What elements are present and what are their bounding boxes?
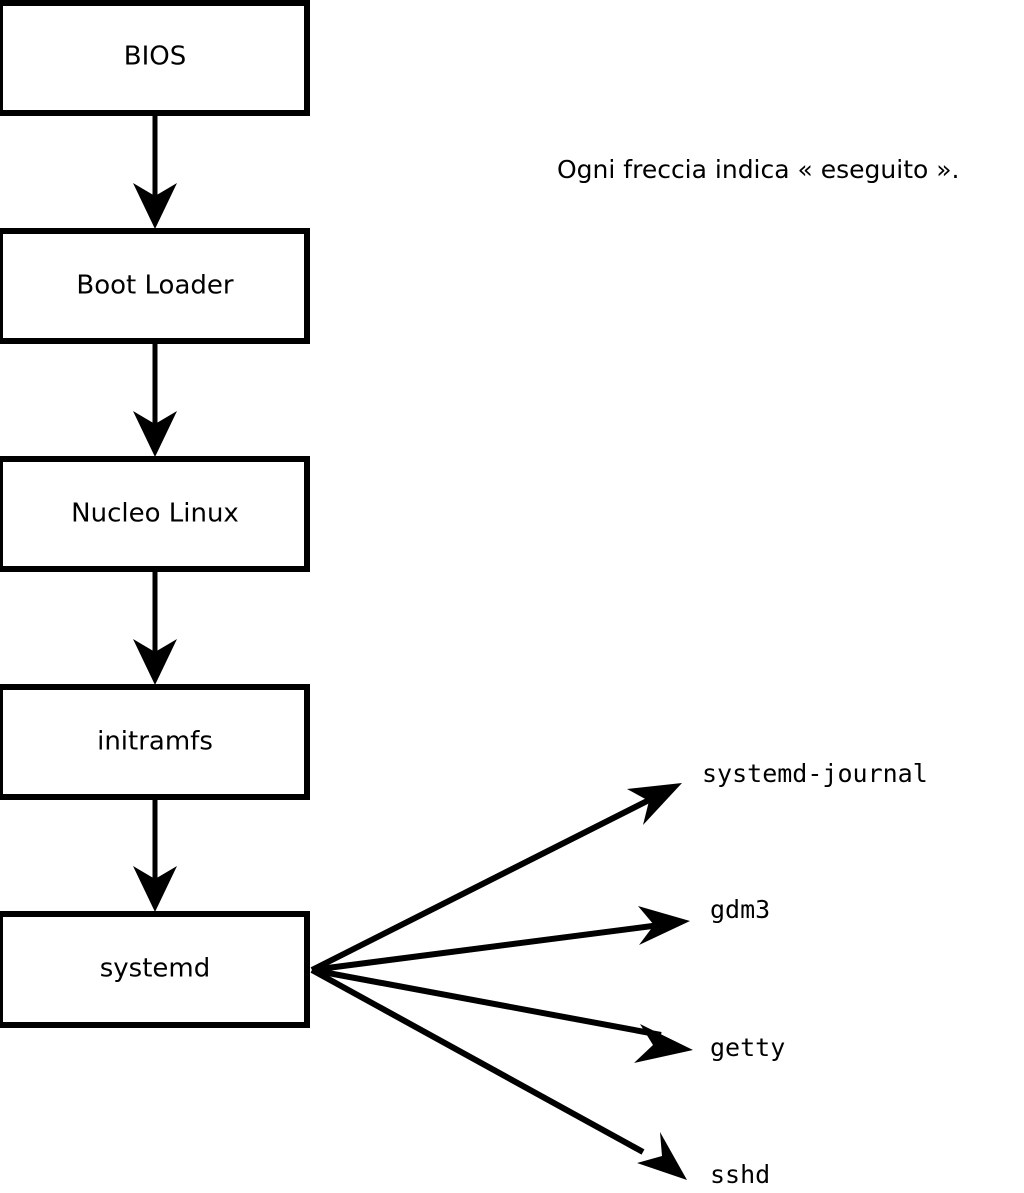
arrow-systemd-to-sshd [310, 967, 687, 1180]
arrow-nucleo-to-initramfs [133, 569, 177, 685]
node-systemd-rect [0, 911, 310, 1028]
node-initramfs[interactable]: initramfs [0, 684, 310, 800]
service-label-systemd-journal: systemd-journal [702, 759, 928, 788]
node-boot-loader[interactable]: Boot Loader [0, 228, 310, 344]
arrow-bios-to-boot-loader [133, 113, 177, 229]
node-nucleo-linux[interactable]: Nucleo Linux [0, 456, 310, 572]
node-systemd-label: systemd [100, 954, 211, 984]
service-label-gdm3: gdm3 [710, 895, 770, 924]
node-initramfs-rect [0, 684, 310, 800]
node-boot-loader-label: Boot Loader [76, 271, 233, 301]
legend-note: Ogni freccia indica « eseguito ». [557, 155, 960, 184]
node-bios[interactable]: BIOS [0, 0, 310, 116]
service-label-getty: getty [710, 1033, 785, 1062]
node-bios-rect [0, 0, 310, 116]
node-nucleo-linux-rect [0, 456, 310, 572]
service-label-sshd: sshd [710, 1160, 770, 1189]
node-systemd[interactable]: systemd [0, 911, 310, 1028]
node-nucleo-linux-label: Nucleo Linux [71, 499, 239, 529]
arrow-systemd-to-getty [311, 967, 693, 1063]
arrow-initramfs-to-systemd [133, 797, 177, 912]
arrow-systemd-to-systemd-journal [310, 783, 682, 973]
arrow-boot-loader-to-nucleo [133, 341, 177, 457]
arrow-systemd-to-gdm3 [311, 906, 690, 973]
node-bios-label: BIOS [124, 42, 186, 72]
node-boot-loader-rect [0, 228, 310, 344]
node-initramfs-label: initramfs [97, 727, 213, 757]
